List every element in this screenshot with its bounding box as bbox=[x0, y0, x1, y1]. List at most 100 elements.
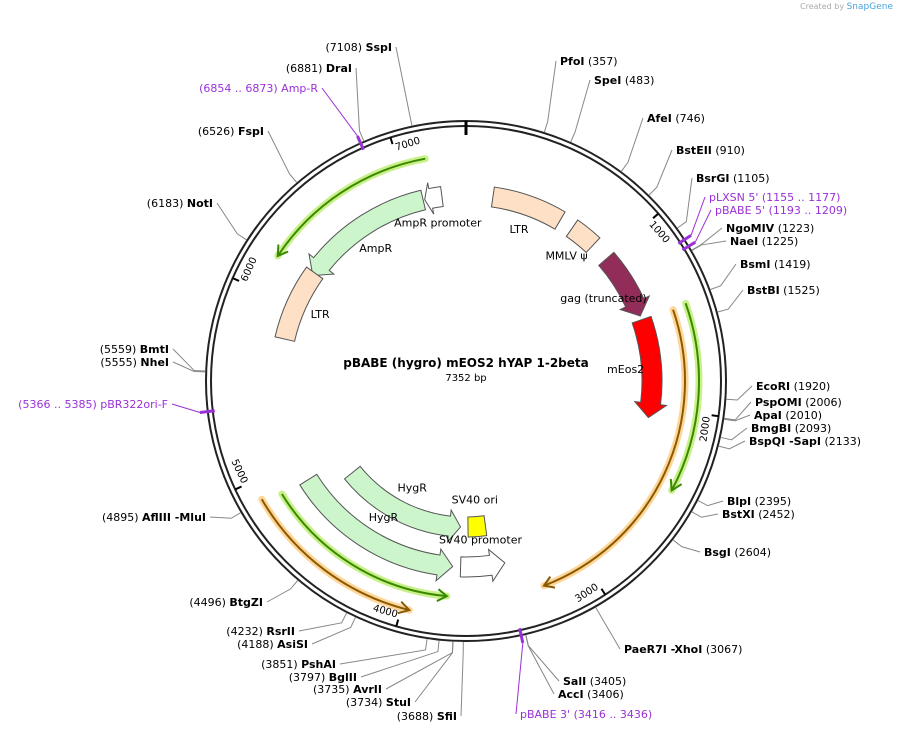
feature-label-mmlv-psi: MMLV ψ bbox=[545, 250, 587, 263]
site-name: BlpI bbox=[727, 495, 751, 508]
feature-label-ltr-top: LTR bbox=[509, 223, 528, 236]
site-name: BspQI -SapI bbox=[749, 435, 821, 448]
site-label[interactable]: (6881) DraI bbox=[286, 62, 352, 75]
site-label[interactable]: (4232) RsrII bbox=[226, 625, 295, 638]
site-name: BmtI bbox=[140, 343, 169, 356]
primer-leader-line bbox=[171, 403, 201, 414]
feature-ltr-top[interactable] bbox=[490, 186, 566, 230]
site-label[interactable]: BsrGI (1105) bbox=[696, 172, 770, 185]
site-label[interactable]: ApaI (2010) bbox=[754, 409, 822, 422]
site-name: BsrGI bbox=[696, 172, 729, 185]
orf-line bbox=[670, 302, 700, 491]
site-name: BstBI bbox=[747, 284, 780, 297]
site-label[interactable]: BsgI (2604) bbox=[704, 546, 771, 559]
site-label[interactable]: (3688) SfiI bbox=[397, 710, 457, 723]
feature-mmlv-psi[interactable] bbox=[565, 219, 601, 254]
orf-arrowhead bbox=[397, 601, 412, 615]
site-leader-line bbox=[209, 512, 241, 519]
feature-hygr-inner[interactable] bbox=[343, 465, 462, 544]
site-position: (2604) bbox=[734, 546, 771, 559]
primer-leader-line bbox=[321, 87, 358, 137]
site-position: (1105) bbox=[733, 172, 770, 185]
site-position: (3067) bbox=[706, 643, 743, 656]
orf-arrowhead bbox=[542, 576, 556, 589]
primer-label[interactable]: pBABE 3' (3416 .. 3436) bbox=[520, 708, 652, 721]
site-label[interactable]: SalI (3405) bbox=[563, 675, 626, 688]
primer-label[interactable]: pLXSN 5' (1155 .. 1177) bbox=[709, 191, 840, 204]
site-label[interactable]: BspQI -SapI (2133) bbox=[749, 435, 861, 448]
site-position: (357) bbox=[588, 55, 618, 68]
site-label[interactable]: BstXI (2452) bbox=[722, 508, 795, 521]
primer-label[interactable]: (6854 .. 6873) Amp-R bbox=[199, 82, 318, 95]
feature-label-ampr-promoter: AmpR promoter bbox=[394, 216, 482, 229]
site-name: SspI bbox=[366, 41, 392, 54]
site-label[interactable]: BstEII (910) bbox=[676, 144, 745, 157]
tick-mark bbox=[652, 212, 660, 219]
site-label[interactable]: AfeI (746) bbox=[647, 112, 705, 125]
site-name: DraI bbox=[326, 62, 352, 75]
feature-gag[interactable] bbox=[598, 251, 651, 317]
site-position: (6526) bbox=[198, 125, 235, 138]
site-name: AccI bbox=[558, 688, 584, 701]
site-name: AvrII bbox=[353, 683, 382, 696]
feature-ampr[interactable] bbox=[308, 189, 427, 276]
site-label[interactable]: (3734) StuI bbox=[346, 696, 411, 709]
site-label[interactable]: BsmI (1419) bbox=[740, 258, 811, 271]
site-label[interactable]: NgoMIV (1223) bbox=[726, 222, 814, 235]
site-position: (1223) bbox=[778, 222, 815, 235]
site-label[interactable]: (4496) BtgZI bbox=[189, 596, 263, 609]
site-leader-line bbox=[710, 263, 737, 290]
snapgene-logo-text: SnapGene bbox=[846, 2, 893, 12]
site-label[interactable]: EcoRI (1920) bbox=[756, 380, 830, 393]
feature-ampr-promoter[interactable] bbox=[424, 182, 444, 215]
feature-label-sv40-promoter: SV40 promoter bbox=[439, 533, 523, 546]
feature-ltr-left[interactable] bbox=[274, 266, 324, 342]
site-label[interactable]: (7108) SspI bbox=[325, 41, 392, 54]
site-label[interactable]: (3851) PshAI bbox=[261, 658, 336, 671]
map-center-label: pBABE (hygro) mEOS2 hYAP 1-2beta 7352 bp bbox=[343, 356, 588, 384]
credit-prefix: Created by bbox=[800, 2, 845, 11]
site-label[interactable]: BmgBI (2093) bbox=[751, 422, 831, 435]
site-label[interactable]: BlpI (2395) bbox=[727, 495, 791, 508]
site-name: AfeI bbox=[647, 112, 672, 125]
site-name: EcoRI bbox=[756, 380, 790, 393]
site-position: (3406) bbox=[587, 688, 624, 701]
tick-mark bbox=[600, 588, 607, 596]
site-leader-line bbox=[724, 414, 751, 422]
site-label[interactable]: SpeI (483) bbox=[594, 74, 654, 87]
site-label[interactable]: NaeI (1225) bbox=[730, 235, 798, 248]
site-name: BglII bbox=[329, 671, 357, 684]
site-label[interactable]: (5559) BmtI bbox=[100, 343, 169, 356]
site-label[interactable]: (4895) AflIII -MluI bbox=[102, 511, 206, 524]
site-label[interactable]: (5555) NheI bbox=[100, 356, 169, 369]
primer-mark bbox=[356, 135, 365, 151]
site-label[interactable]: BstBI (1525) bbox=[747, 284, 820, 297]
site-label[interactable]: PaeR7I -XhoI (3067) bbox=[624, 643, 742, 656]
primer-label[interactable]: pBABE 5' (1193 .. 1209) bbox=[715, 204, 847, 217]
site-leader-line bbox=[267, 130, 298, 183]
feature-hygr-outer[interactable] bbox=[299, 473, 454, 583]
site-leader-line bbox=[724, 401, 752, 421]
site-label[interactable]: AccI (3406) bbox=[558, 688, 624, 701]
site-label[interactable]: (6526) FspI bbox=[198, 125, 264, 138]
orf-layer bbox=[258, 155, 703, 615]
site-leader-line bbox=[720, 427, 748, 441]
site-position: (3735) bbox=[313, 683, 350, 696]
feature-label-gag: gag (truncated) bbox=[560, 292, 646, 305]
primer-label[interactable]: (5366 .. 5385) pBR322ori-F bbox=[18, 398, 168, 411]
site-label[interactable]: (3797) BglII bbox=[289, 671, 357, 684]
feature-meos2[interactable] bbox=[631, 315, 668, 419]
site-label[interactable]: PspOMI (2006) bbox=[755, 396, 842, 409]
tick-label: 3000 bbox=[573, 582, 600, 605]
site-label[interactable]: (3735) AvrII bbox=[313, 683, 382, 696]
site-name: SfiI bbox=[437, 710, 457, 723]
site-leader-line bbox=[216, 202, 247, 241]
site-label[interactable]: (6183) NotI bbox=[147, 197, 213, 210]
feature-sv40-promoter[interactable] bbox=[459, 548, 506, 583]
site-label[interactable]: PfoI (357) bbox=[560, 55, 618, 68]
feature-sv40-ori[interactable] bbox=[467, 515, 488, 538]
site-label[interactable]: (4188) AsiSI bbox=[237, 638, 308, 651]
site-name: BmgBI bbox=[751, 422, 791, 435]
orf-line bbox=[276, 157, 426, 257]
